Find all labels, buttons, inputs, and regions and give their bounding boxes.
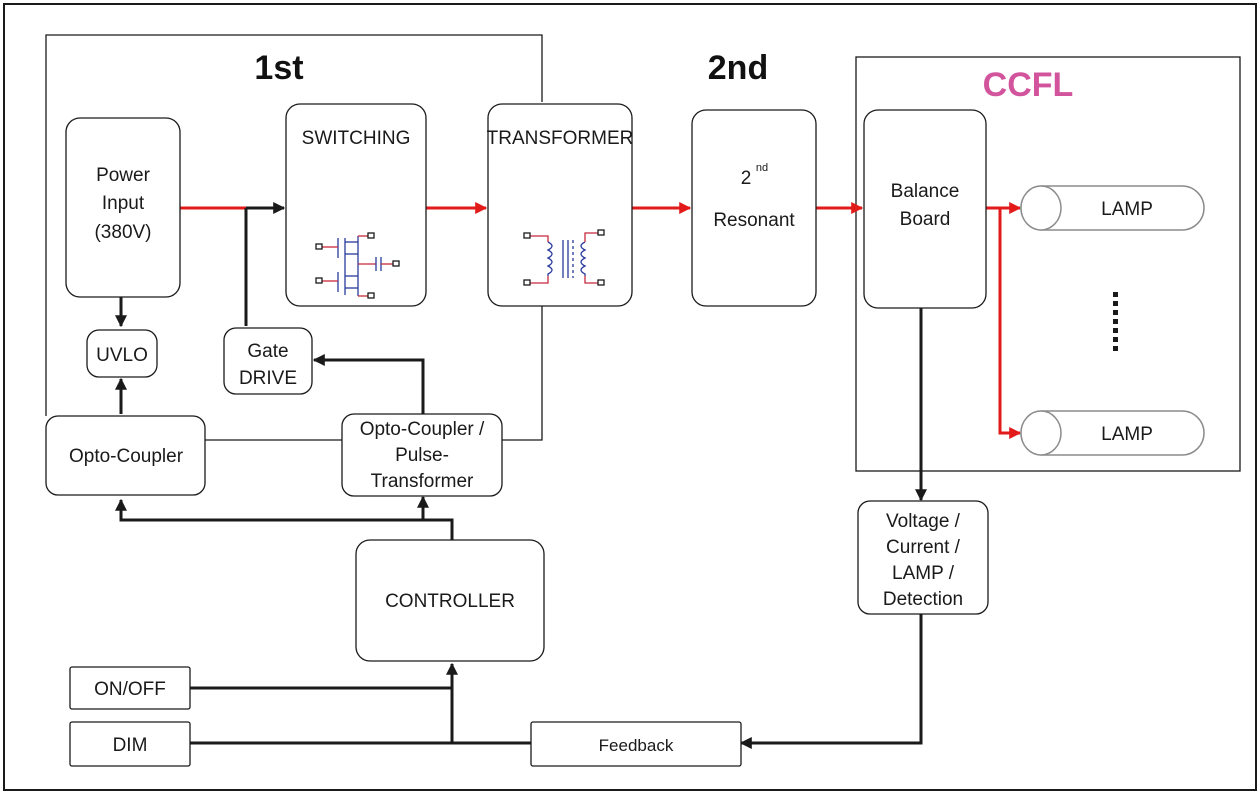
switching-block: SWITCHING bbox=[285, 103, 427, 307]
signal-opto-to-gate bbox=[312, 354, 425, 414]
resonant-label: Resonant bbox=[713, 210, 795, 231]
opto-pulse-block: Opto-Coupler / Pulse- Transformer bbox=[341, 413, 503, 497]
gate-drive-block: Gate DRIVE bbox=[223, 327, 313, 395]
controller-box bbox=[355, 539, 545, 662]
controller-block: CONTROLLER bbox=[355, 539, 545, 662]
dim-box bbox=[69, 721, 191, 767]
first-stage-group bbox=[45, 34, 543, 416]
power-input-box bbox=[65, 117, 181, 298]
gate-drive-line-1: Gate bbox=[247, 341, 288, 362]
lamp-1: LAMP bbox=[1020, 185, 1205, 231]
transformer-block: TRANSFORMER bbox=[487, 103, 634, 307]
power-input-line-1: Power bbox=[96, 165, 151, 186]
resonant-superscript: nd bbox=[756, 162, 768, 174]
lamp-2-cap-icon bbox=[1020, 410, 1062, 456]
mosfet-icon bbox=[315, 232, 400, 299]
lamp-1-label: LAMP bbox=[1101, 199, 1153, 220]
uvlo-box bbox=[86, 329, 158, 378]
on-off-label: ON/OFF bbox=[94, 679, 166, 700]
balance-board-line-2: Board bbox=[900, 209, 951, 230]
feedback-block: Feedback bbox=[530, 721, 742, 767]
lamp-1-cap-icon bbox=[1020, 185, 1062, 231]
power-input-block: Power Input (380V) bbox=[65, 117, 181, 298]
balance-board-box bbox=[863, 109, 987, 309]
transformer-box bbox=[487, 103, 633, 307]
opto-pulse-line-1: Opto-Coupler / bbox=[360, 419, 485, 440]
balance-board-line-1: Balance bbox=[891, 181, 960, 202]
resonant-base: 2 bbox=[741, 168, 752, 189]
opto-coupler-label: Opto-Coupler bbox=[69, 446, 184, 467]
opto-pulse-line-3: Transformer bbox=[371, 471, 474, 492]
detection-box bbox=[857, 500, 989, 615]
uvlo-block: UVLO bbox=[86, 329, 158, 378]
lamp-2: LAMP bbox=[1020, 410, 1205, 456]
feedback-box bbox=[530, 721, 742, 767]
opto-pulse-line-2: Pulse- bbox=[395, 445, 449, 466]
opto-coupler-box bbox=[45, 415, 206, 496]
signal-detection-to-feedback bbox=[739, 614, 923, 749]
dim-label: DIM bbox=[113, 735, 148, 756]
feedback-label: Feedback bbox=[599, 736, 674, 755]
detection-line-3: LAMP / bbox=[892, 563, 955, 584]
first-stage-group-right bbox=[502, 306, 543, 441]
transformer-label: TRANSFORMER bbox=[487, 128, 634, 149]
balance-board-block: Balance Board bbox=[863, 109, 987, 309]
controller-label: CONTROLLER bbox=[385, 591, 515, 612]
detection-block: Voltage / Current / LAMP / Detection bbox=[857, 500, 989, 615]
resonant-block: 2 nd Resonant bbox=[691, 109, 817, 307]
opto-pulse-box bbox=[341, 413, 503, 497]
detection-line-1: Voltage / bbox=[886, 511, 961, 532]
signal-path bbox=[115, 202, 927, 749]
ccfl-group bbox=[855, 56, 1241, 472]
on-off-box bbox=[69, 666, 191, 710]
detection-line-4: Detection bbox=[883, 589, 963, 610]
header-ccfl: CCFL bbox=[983, 66, 1074, 104]
opto-coupler-block: Opto-Coupler bbox=[45, 415, 206, 496]
switching-box bbox=[285, 103, 427, 307]
power-line-lamp-2 bbox=[998, 208, 1022, 439]
more-lamps-dots bbox=[1113, 292, 1118, 351]
resonant-box bbox=[691, 109, 817, 307]
gate-drive-line-2: DRIVE bbox=[239, 368, 297, 389]
transformer-coil-icon bbox=[523, 229, 605, 286]
power-input-line-2: Input bbox=[102, 193, 145, 214]
signal-controller-to-opto bbox=[115, 498, 454, 540]
gate-drive-box bbox=[223, 327, 313, 395]
detection-line-2: Current / bbox=[886, 537, 961, 558]
uvlo-label: UVLO bbox=[96, 345, 148, 366]
power-input-line-3: (380V) bbox=[94, 222, 151, 243]
on-off-block: ON/OFF bbox=[69, 666, 191, 710]
switching-label: SWITCHING bbox=[302, 128, 411, 149]
header-1st: 1st bbox=[254, 49, 303, 87]
dim-block: DIM bbox=[69, 721, 191, 767]
power-path bbox=[180, 202, 1022, 439]
lamp-2-label: LAMP bbox=[1101, 424, 1153, 445]
header-2nd: 2nd bbox=[708, 49, 768, 87]
